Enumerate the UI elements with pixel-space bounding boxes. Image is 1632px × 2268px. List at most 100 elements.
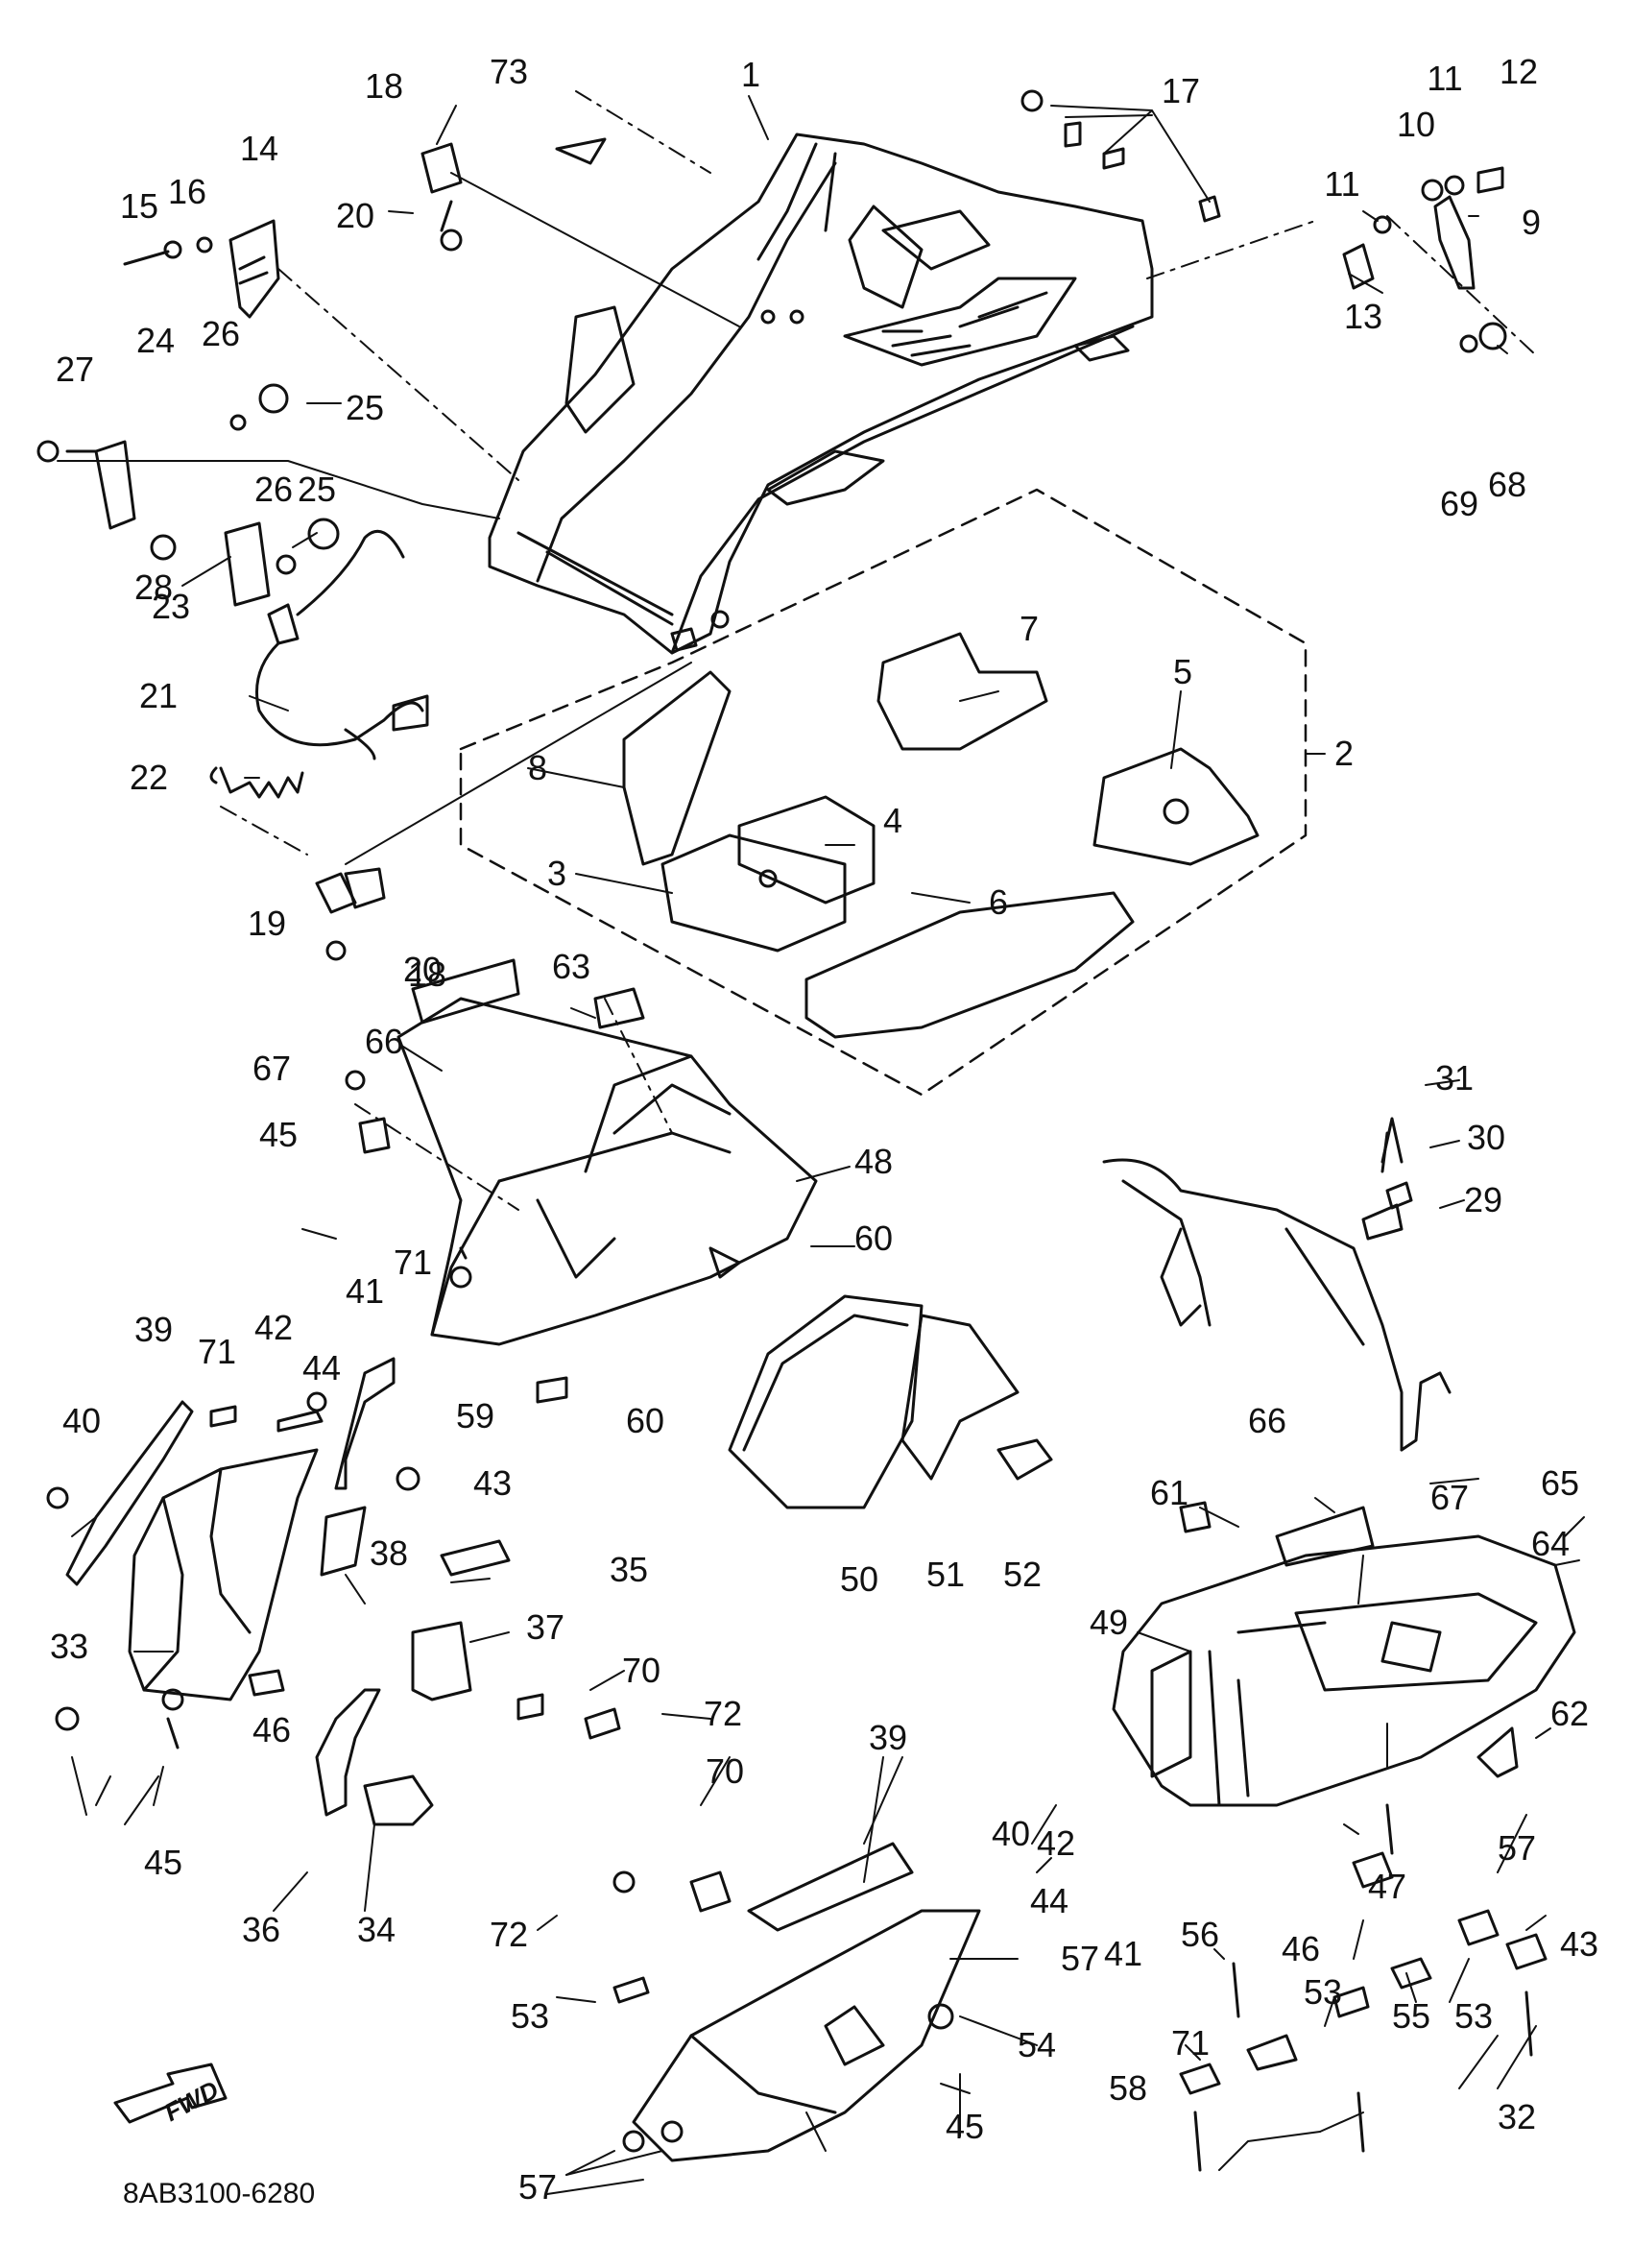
callout-label: 70 — [705, 1751, 745, 1791]
callout-label: 59 — [455, 1396, 495, 1436]
callout-label: 65 — [1540, 1463, 1580, 1503]
callout-label: 57 — [1497, 1828, 1537, 1868]
part-side-panel-left — [46, 1400, 324, 1749]
part-hardware-upper-center — [420, 89, 1221, 327]
callout-label: 9 — [1521, 203, 1542, 242]
callout-label: 64 — [1530, 1524, 1571, 1563]
callout-label: 45 — [143, 1843, 183, 1882]
callout-label: 30 — [1466, 1118, 1506, 1157]
callout-label: 42 — [1036, 1823, 1076, 1863]
callout-label: 20 — [335, 196, 375, 235]
callout-label: 17 — [1161, 71, 1201, 110]
part-inner-liners — [536, 1246, 1053, 1509]
callout-label: 72 — [489, 1915, 529, 1954]
callout-label: 14 — [239, 129, 279, 168]
callout-label: 61 — [1149, 1473, 1189, 1512]
callout-label: 41 — [1103, 1934, 1143, 1973]
callout-label: 44 — [1029, 1881, 1069, 1920]
callout-label: 5 — [1172, 652, 1193, 691]
callout-label: 44 — [301, 1348, 342, 1387]
callout-label: 73 — [489, 52, 529, 91]
callout-label: 60 — [625, 1401, 665, 1440]
callout-label: 38 — [369, 1533, 409, 1573]
callout-label: 16 — [167, 172, 207, 211]
callout-label: 10 — [1396, 105, 1436, 144]
callout-label: 1 — [740, 55, 761, 94]
callout-label: 29 — [1463, 1180, 1503, 1219]
callout-label: 47 — [1367, 1867, 1407, 1906]
callout-label: 58 — [1108, 2068, 1148, 2108]
callout-label: 39 — [868, 1718, 908, 1757]
part-side-panel-right — [1112, 1501, 1576, 1807]
callout-label: 60 — [853, 1218, 894, 1258]
callout-label: 66 — [364, 1022, 404, 1061]
callout-label: 49 — [1089, 1603, 1129, 1642]
callout-label: 57 — [1060, 1939, 1100, 1978]
callout-label: 19 — [247, 904, 287, 943]
callout-label: 36 — [241, 1910, 281, 1949]
callout-label: 67 — [252, 1049, 292, 1088]
callout-label: 37 — [525, 1607, 565, 1647]
callout-label: 40 — [991, 1814, 1031, 1853]
callout-label: 12 — [1499, 52, 1539, 91]
part-cable-spring — [209, 529, 692, 961]
leader-lines — [71, 95, 1585, 2195]
callout-label: 11 — [1427, 59, 1463, 98]
part-hardware-upper-right — [1146, 166, 1537, 356]
callout-label: 71 — [197, 1332, 237, 1371]
callout-label: 67 — [1429, 1478, 1470, 1517]
callout-label: 2 — [1333, 734, 1355, 773]
callout-label: 51 — [925, 1555, 966, 1594]
part-side-brackets — [306, 1357, 621, 1826]
callout-label: 28 — [133, 567, 174, 607]
fwd-arrow-icon — [113, 2063, 228, 2124]
callout-label: 32 — [1497, 2097, 1537, 2136]
callout-label: 71 — [1170, 2023, 1211, 2063]
callout-label: 45 — [258, 1115, 299, 1154]
callout-label: 35 — [609, 1550, 649, 1589]
part-insulation-kit — [459, 488, 1308, 1097]
part-hardware-left — [36, 219, 519, 607]
callout-label: 20 — [402, 950, 443, 989]
callout-label: 8 — [527, 748, 548, 787]
callout-label: 15 — [119, 186, 159, 226]
callout-label: 46 — [1281, 1929, 1321, 1968]
callout-label: 31 — [1434, 1058, 1475, 1098]
callout-label: 18 — [364, 66, 404, 106]
callout-label: 53 — [510, 1996, 550, 2036]
callout-label: 48 — [853, 1142, 894, 1181]
callout-label: 42 — [253, 1308, 294, 1347]
callout-label: 53 — [1453, 1996, 1494, 2036]
callout-label: 33 — [49, 1627, 89, 1666]
callout-label: 52 — [1002, 1555, 1043, 1594]
callout-label: 3 — [546, 854, 567, 893]
callout-label: 43 — [1559, 1924, 1599, 1964]
callout-label: 71 — [393, 1243, 433, 1282]
callout-label: 70 — [621, 1651, 661, 1690]
part-inner-panel — [345, 958, 818, 1346]
callout-label: 18 — [407, 954, 447, 994]
callout-label: 41 — [345, 1271, 385, 1311]
callout-label: 6 — [988, 882, 1009, 922]
callout-label: 43 — [472, 1463, 513, 1503]
callout-label: 55 — [1391, 1996, 1431, 2036]
callout-label: 7 — [1019, 609, 1040, 648]
callout-label: 68 — [1487, 465, 1527, 504]
callout-label: 21 — [138, 676, 179, 715]
callout-label: 69 — [1439, 484, 1479, 523]
part-cowl-top — [488, 133, 1154, 655]
callout-label: 26 — [253, 470, 294, 509]
callout-label: 34 — [356, 1910, 396, 1949]
callout-label: 40 — [61, 1401, 102, 1440]
callout-label: 53 — [1303, 1972, 1343, 2012]
part-wire-harness — [1102, 1117, 1452, 1452]
callout-label: 25 — [345, 388, 385, 427]
callout-label: 26 — [201, 314, 241, 353]
callout-label: 24 — [135, 321, 176, 360]
callout-label: 66 — [1247, 1401, 1287, 1440]
callout-label: 54 — [1017, 2025, 1057, 2064]
callout-label: 50 — [839, 1559, 879, 1599]
callout-label: 45 — [945, 2107, 985, 2146]
callout-label: 13 — [1343, 297, 1383, 336]
